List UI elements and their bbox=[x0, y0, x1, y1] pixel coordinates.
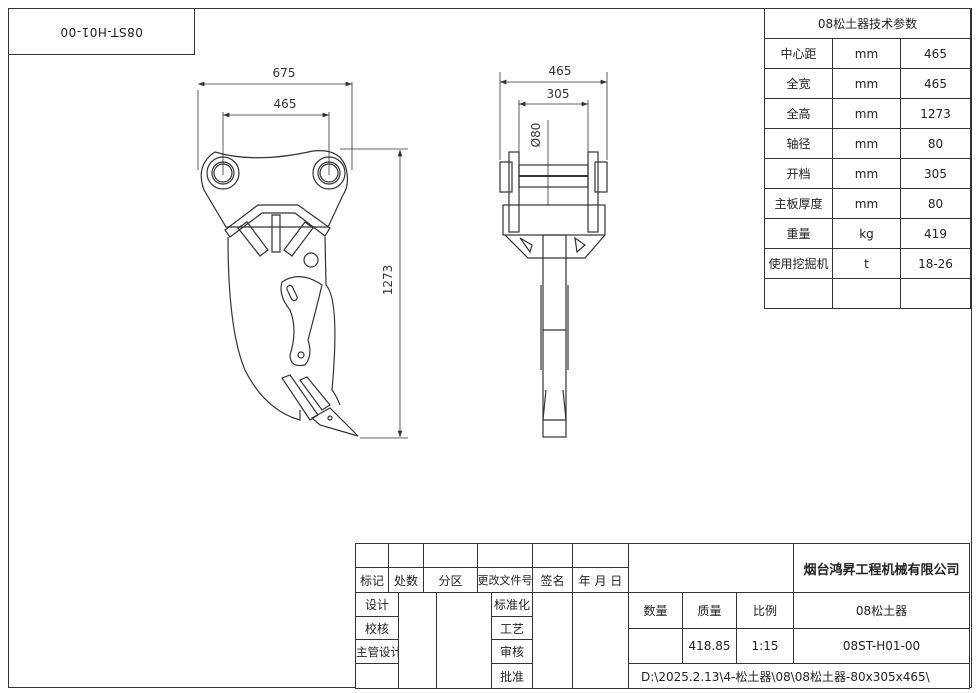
param-unit: mm bbox=[832, 188, 901, 219]
param-unit: mm bbox=[832, 128, 901, 159]
param-name: 主板厚度 bbox=[764, 188, 833, 219]
empty-cell bbox=[532, 592, 573, 689]
param-name: 中心距 bbox=[764, 38, 833, 69]
file-path: D:\2025.2.13\4-松土器\08\08松土器-80x305x465\ bbox=[628, 663, 970, 689]
empty-cell bbox=[423, 543, 478, 568]
role-check: 校核 bbox=[355, 616, 399, 640]
param-unit: kg bbox=[832, 218, 901, 249]
dim-front-center: 465 bbox=[274, 97, 297, 111]
empty-cell bbox=[436, 592, 492, 689]
drawing-number: 08ST-H01-00 bbox=[793, 628, 970, 664]
empty-cell bbox=[572, 543, 629, 568]
mass-label: 质量 bbox=[682, 592, 737, 629]
role-chief-design: 主管设计 bbox=[355, 639, 402, 664]
dim-front-height: 1273 bbox=[381, 265, 395, 296]
param-name: 全宽 bbox=[764, 68, 833, 99]
rev-header-change-doc: 更改文件号 bbox=[477, 567, 533, 593]
rotated-drawing-code-box: 08ST-H01-00 bbox=[8, 8, 195, 55]
part-name: 08松土器 bbox=[793, 592, 970, 629]
param-name: 使用挖掘机 bbox=[764, 248, 833, 279]
qty-label: 数量 bbox=[628, 592, 683, 629]
scale-value: 1:15 bbox=[736, 628, 794, 664]
param-unit: mm bbox=[832, 38, 901, 69]
param-name: 全高 bbox=[764, 98, 833, 129]
param-value: 465 bbox=[899, 38, 972, 69]
param-name: 重量 bbox=[764, 218, 833, 249]
empty-cell bbox=[355, 543, 389, 568]
front-view-ripper: 675 465 1273 bbox=[197, 66, 408, 439]
table-row bbox=[764, 278, 972, 309]
empty-cell bbox=[628, 543, 794, 593]
params-title: 08松土器技术参数 bbox=[763, 8, 972, 39]
param-value: 419 bbox=[899, 218, 972, 249]
empty-cell bbox=[832, 278, 901, 309]
role-approve: 批准 bbox=[491, 663, 533, 689]
role-design: 设计 bbox=[355, 592, 399, 617]
dim-side-width: 465 bbox=[549, 64, 572, 78]
param-unit: mm bbox=[832, 98, 901, 129]
company-name: 烟台鸿昇工程机械有限公司 bbox=[793, 543, 970, 593]
rev-header-zone: 分区 bbox=[423, 567, 478, 593]
param-value: 80 bbox=[899, 188, 972, 219]
param-name: 开档 bbox=[764, 158, 833, 189]
empty-cell bbox=[388, 543, 424, 568]
role-standardization: 标准化 bbox=[491, 592, 533, 617]
dim-side-opening: 305 bbox=[547, 87, 570, 101]
qty-value bbox=[628, 628, 683, 664]
empty-cell bbox=[764, 278, 833, 309]
rev-header-mark: 标记 bbox=[355, 567, 389, 593]
role-process: 工艺 bbox=[491, 616, 533, 640]
side-view-ripper: 465 305 Ø80 bbox=[499, 64, 608, 438]
param-value: 465 bbox=[899, 68, 972, 99]
empty-cell bbox=[532, 543, 573, 568]
scale-label: 比例 bbox=[736, 592, 794, 629]
empty-cell bbox=[477, 543, 533, 568]
role-review: 审核 bbox=[491, 639, 533, 664]
rev-header-signature: 签名 bbox=[532, 567, 573, 593]
rev-header-date: 年 月 日 bbox=[572, 567, 629, 593]
param-value: 1273 bbox=[899, 98, 972, 129]
param-value: 305 bbox=[899, 158, 972, 189]
param-unit: t bbox=[832, 248, 901, 279]
rev-header-count: 处数 bbox=[388, 567, 424, 593]
empty-cell bbox=[398, 592, 437, 689]
param-unit: mm bbox=[832, 68, 901, 99]
param-value: 18-26 bbox=[899, 248, 972, 279]
param-name: 轴径 bbox=[764, 128, 833, 159]
param-value: 80 bbox=[899, 128, 972, 159]
mass-value: 418.85 bbox=[682, 628, 737, 664]
empty-cell bbox=[355, 663, 399, 689]
dim-front-width: 675 bbox=[273, 66, 296, 80]
empty-cell bbox=[572, 592, 629, 689]
param-unit: mm bbox=[832, 158, 901, 189]
empty-cell bbox=[899, 278, 972, 309]
dim-shaft-diameter: Ø80 bbox=[529, 123, 543, 148]
